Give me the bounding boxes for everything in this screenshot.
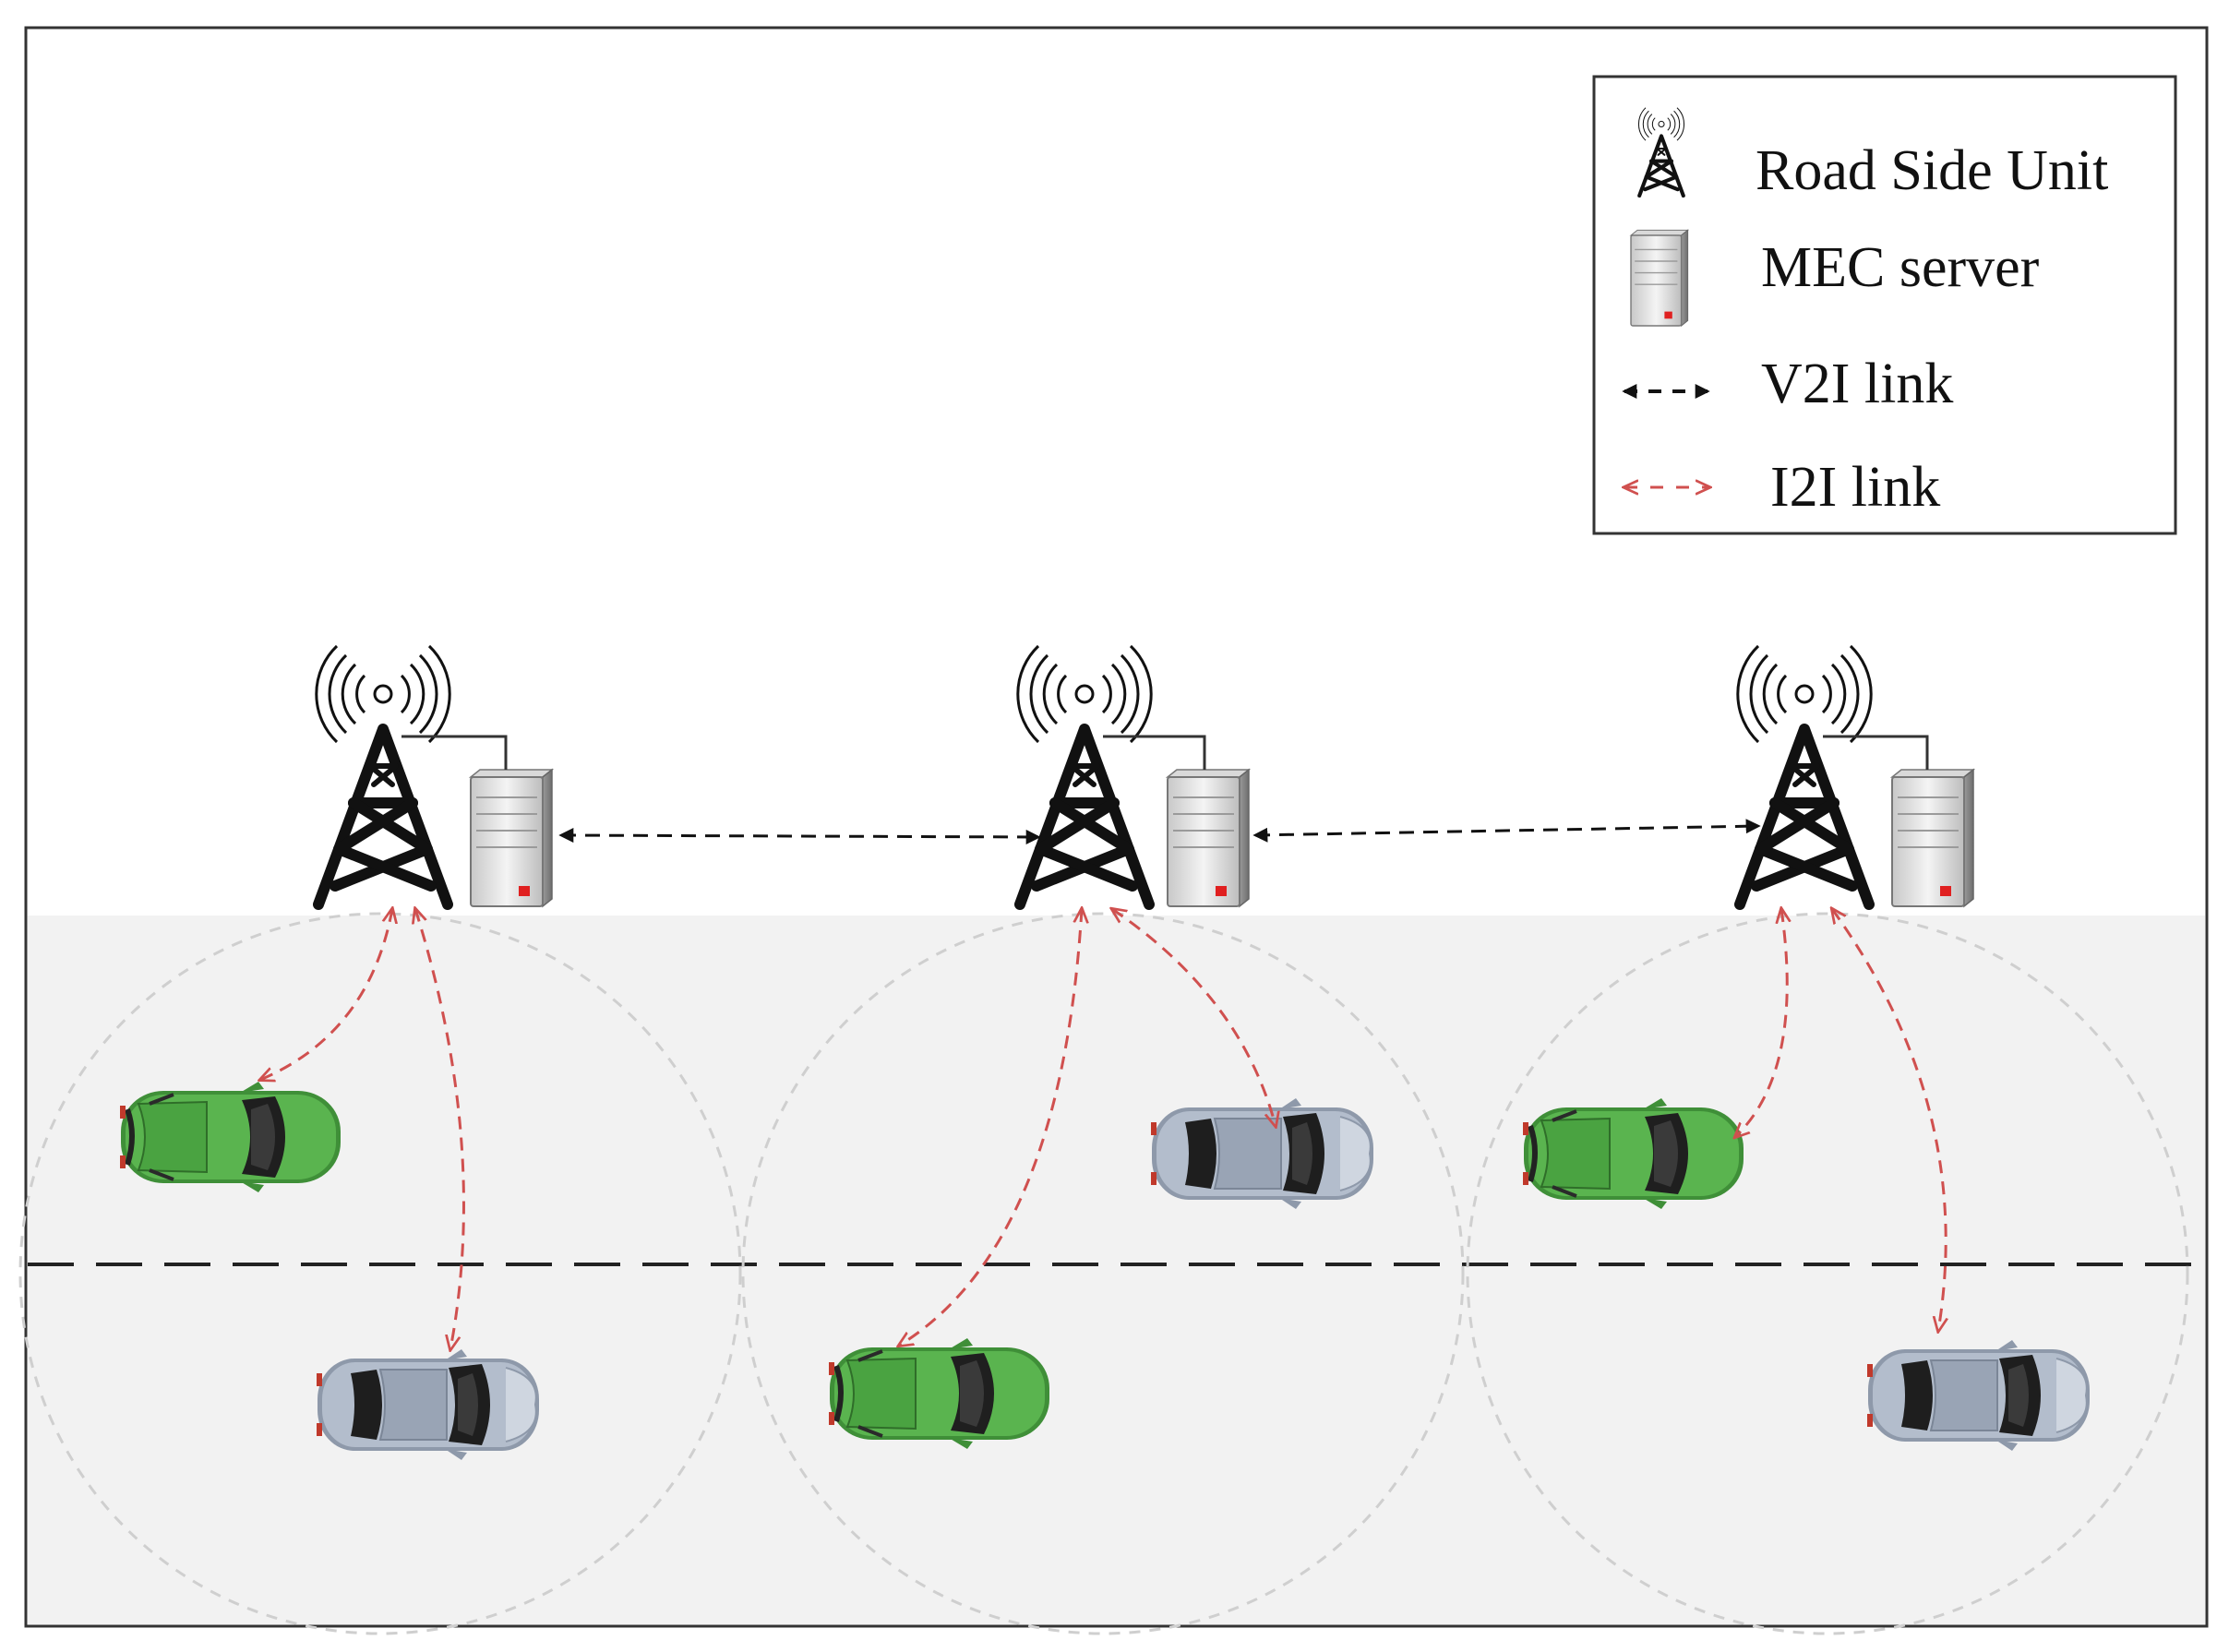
server-icon xyxy=(470,769,553,907)
server-icon xyxy=(1891,769,1974,907)
road-side-unit-3 xyxy=(1738,646,1974,907)
legend-item-road-side-unit: Road Side Unit xyxy=(1638,108,2108,202)
link-unit2-green-car xyxy=(899,909,1082,1346)
vehicle-silver xyxy=(1866,1339,2091,1452)
link-unit3-green-car xyxy=(1735,909,1787,1137)
legend-item-i2i-link: I2I link xyxy=(1624,456,1940,519)
legend-label: V2I link xyxy=(1761,353,1953,415)
vehicle-silver xyxy=(1150,1097,1374,1210)
vehicle-green xyxy=(120,1082,341,1192)
legend-item-mec-server: MEC server xyxy=(1630,229,2040,327)
legend-item-v2i-link: V2I link xyxy=(1622,353,1953,415)
server-icon xyxy=(1630,229,1689,327)
link-unit1-green-car xyxy=(260,909,392,1080)
road-side-unit-2 xyxy=(1018,646,1250,907)
coverage-circle-3 xyxy=(1466,912,2189,1635)
link-unit2-silver-car xyxy=(1112,909,1276,1126)
coverage-circle-2 xyxy=(741,912,1465,1635)
link-unit1-silver-car xyxy=(415,909,465,1349)
vehicle-green xyxy=(1523,1098,1744,1209)
legend-box xyxy=(1592,75,2177,535)
legend: Road Side Unit MEC server V2I link I2I l… xyxy=(1592,75,2177,535)
vehicle-green xyxy=(829,1338,1049,1449)
legend-label: Road Side Unit xyxy=(1756,139,2108,202)
road-side-unit-1 xyxy=(317,646,553,907)
link-unit1-unit2 xyxy=(558,828,1041,844)
link-unit2-unit3 xyxy=(1252,819,1761,843)
server-icon xyxy=(1167,769,1250,907)
vehicle-links xyxy=(260,909,1946,1349)
vehicle-silver xyxy=(316,1348,540,1461)
link-unit3-silver-car xyxy=(1832,909,1946,1331)
road xyxy=(28,916,2205,1624)
backbone-links xyxy=(558,819,1761,844)
legend-label: I2I link xyxy=(1770,456,1940,519)
legend-label: MEC server xyxy=(1761,236,2040,299)
